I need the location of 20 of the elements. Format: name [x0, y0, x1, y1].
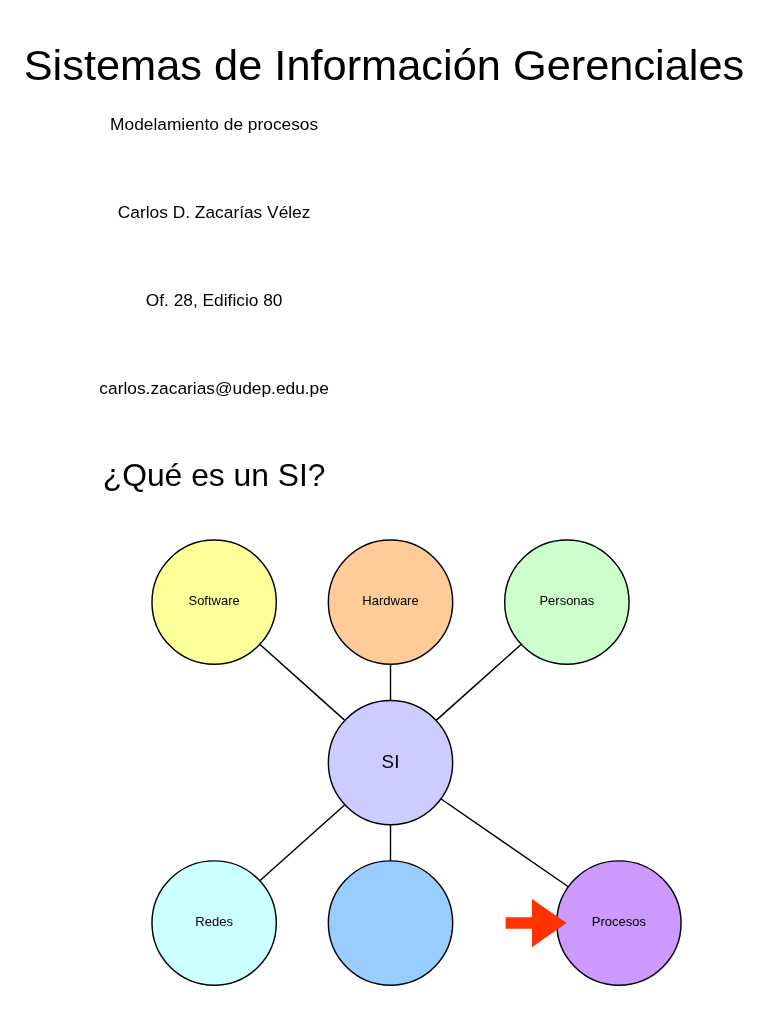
label: ¿Qué es un SI? — [102, 456, 326, 493]
arrow — [505, 898, 567, 947]
connector — [259, 803, 346, 882]
connector — [435, 643, 522, 721]
label: Modelamiento de procesos — [110, 113, 319, 134]
node-circle: Hardware — [327, 538, 454, 665]
label: Carlos D. Zacarías Vélez — [117, 201, 311, 222]
connector — [389, 663, 392, 701]
node-circle: Personas — [504, 538, 630, 665]
connector — [259, 643, 346, 721]
node-circle: Procesos — [556, 859, 682, 986]
connector — [389, 823, 392, 862]
label: carlos.zacarias@udep.edu.pe — [99, 377, 329, 398]
node-circle — [327, 859, 454, 986]
node-circle: Redes — [151, 859, 278, 986]
diagram-title: Sistemas de Información Gerenciales — [23, 40, 745, 89]
label: Of. 28, Edificio 80 — [145, 289, 283, 310]
node-circle: Software — [151, 538, 278, 665]
node-circle: SI — [327, 699, 454, 825]
connector — [440, 797, 570, 887]
